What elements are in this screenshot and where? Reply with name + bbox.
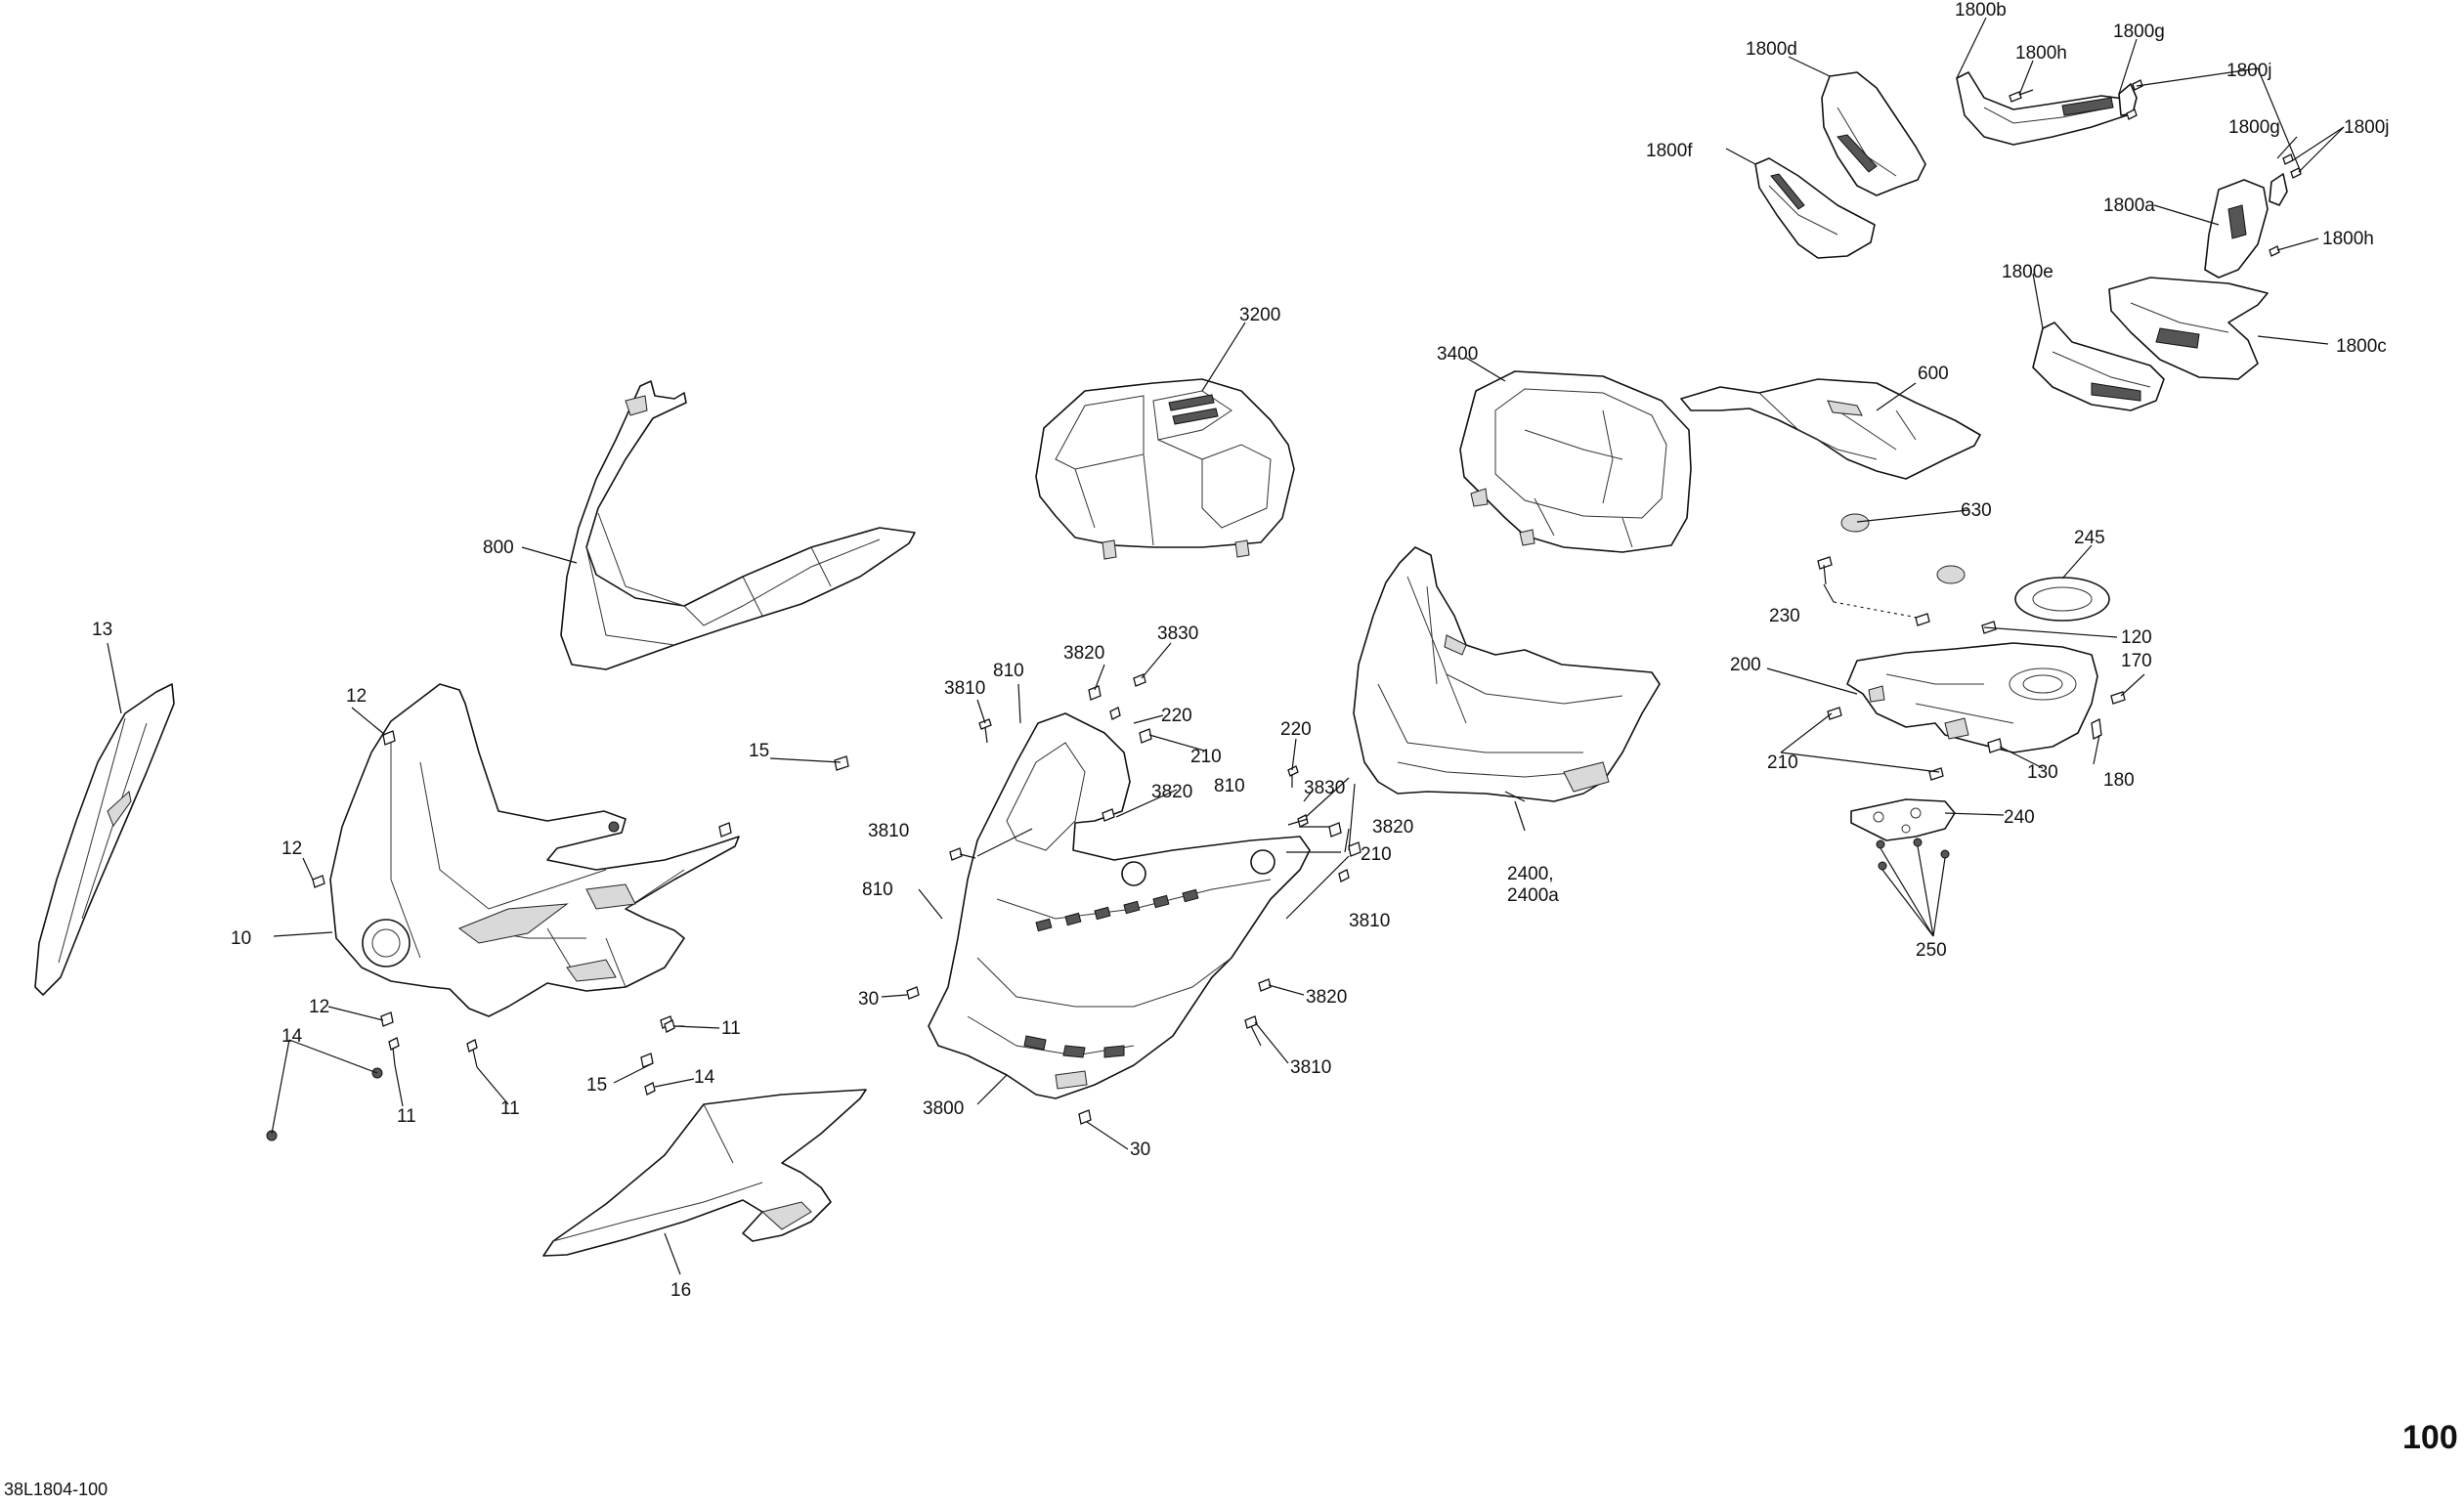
callout-label: 3810 xyxy=(1290,1057,1331,1078)
callout-label: 12 xyxy=(346,686,367,707)
callout-label: 1800c xyxy=(2336,336,2387,357)
callout-label: 170 xyxy=(2121,651,2152,671)
part-1800-handguards xyxy=(1754,71,2288,411)
callout-label: 15 xyxy=(749,741,769,761)
callout-label: 3830 xyxy=(1157,624,1198,644)
callout-label: 15 xyxy=(586,1075,607,1096)
callout-label: 1800h xyxy=(2015,43,2067,64)
callout-label: 1800a xyxy=(2103,195,2155,216)
callout-label: 3820 xyxy=(1372,817,1413,838)
callout-label: 220 xyxy=(1280,719,1312,740)
callout-label: 2400, xyxy=(1507,864,1554,884)
callout-label: 630 xyxy=(1961,500,1992,521)
callout-label: 240 xyxy=(2004,807,2035,828)
callout-label: 1800g xyxy=(2228,117,2280,138)
part-3800-fascia xyxy=(928,712,1311,1099)
part-245-ring xyxy=(2014,577,2110,622)
callout-label: 210 xyxy=(1361,844,1392,865)
callout-label: 3810 xyxy=(944,678,985,699)
callout-label: 210 xyxy=(1767,752,1798,773)
callout-labels: 1800b 1800d 1800h 1800g 1800j 1800f 1800… xyxy=(92,0,2390,1301)
callout-label: 11 xyxy=(397,1106,416,1127)
leader-lines xyxy=(107,17,2345,1275)
part-800-deflector xyxy=(560,380,916,670)
callout-label: 130 xyxy=(2027,762,2058,783)
callout-label: 600 xyxy=(1918,364,1949,384)
callout-label: 3810 xyxy=(1349,911,1390,931)
callout-label: 1800j xyxy=(2344,117,2390,138)
part-2400-console xyxy=(1353,546,1661,802)
callout-label: 800 xyxy=(483,538,514,558)
callout-label: 3820 xyxy=(1306,987,1347,1008)
callout-label: 3830 xyxy=(1304,778,1345,798)
hardware-fasteners xyxy=(266,79,2302,1141)
part-16-side-panel xyxy=(542,1089,867,1257)
callout-label: 810 xyxy=(862,880,893,900)
callout-label: 1800g xyxy=(2113,22,2165,42)
callout-label: 12 xyxy=(309,997,329,1017)
callout-label: 3800 xyxy=(923,1098,964,1119)
callout-label: 11 xyxy=(500,1098,520,1119)
callout-label: 1800d xyxy=(1746,39,1797,60)
callout-label: 810 xyxy=(1214,776,1245,796)
callout-label: 1800e xyxy=(2002,262,2053,282)
part-240-plate xyxy=(1850,798,1956,841)
callout-label: 245 xyxy=(2074,528,2105,548)
callout-label: 10 xyxy=(231,928,251,949)
part-3200-dash-cover xyxy=(1035,378,1295,560)
part-13-side-panel xyxy=(34,683,175,996)
callout-label: 1800b xyxy=(1955,0,2007,21)
callout-label: 3400 xyxy=(1437,344,1478,365)
callout-label: 2400a xyxy=(1507,885,1559,906)
callout-label: 1800f xyxy=(1646,141,1693,161)
callout-label: 14 xyxy=(694,1067,715,1088)
callout-label: 11 xyxy=(721,1018,741,1039)
page-number: 100 xyxy=(2402,1419,2458,1456)
part-3400-storage-bin xyxy=(1459,370,1692,553)
part-10-front-hood xyxy=(329,683,740,1017)
callout-label: 3200 xyxy=(1239,305,1280,325)
callout-label: 30 xyxy=(858,989,879,1010)
callout-label: 16 xyxy=(670,1280,691,1301)
callout-label: 210 xyxy=(1190,747,1222,767)
callout-label: 200 xyxy=(1730,655,1761,675)
callout-label: 180 xyxy=(2103,770,2135,791)
part-200-bracket xyxy=(1846,642,2098,753)
callout-label: 810 xyxy=(993,661,1024,681)
callout-label: 14 xyxy=(281,1026,303,1047)
reference-code: 38L1804-100 xyxy=(4,1480,108,1499)
callout-label: 120 xyxy=(2121,627,2152,648)
callout-label: 13 xyxy=(92,620,112,640)
callout-label: 30 xyxy=(1130,1140,1150,1160)
callout-label: 3820 xyxy=(1063,643,1104,664)
callout-label: 230 xyxy=(1769,606,1800,626)
callout-label: 1800h xyxy=(2322,229,2374,249)
part-630-grommets xyxy=(1840,513,1966,584)
callout-label: 3820 xyxy=(1151,782,1192,802)
callout-label: 250 xyxy=(1916,940,1947,961)
callout-label: 1800j xyxy=(2226,61,2272,81)
part-600-panel xyxy=(1680,378,1981,480)
callout-label: 12 xyxy=(281,838,302,859)
callout-label: 220 xyxy=(1161,706,1192,726)
callout-label: 3810 xyxy=(868,821,909,841)
